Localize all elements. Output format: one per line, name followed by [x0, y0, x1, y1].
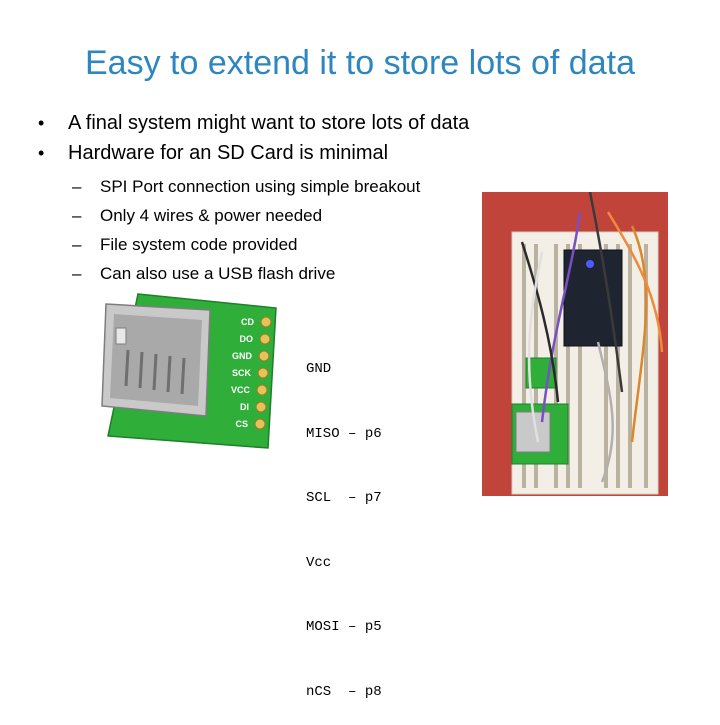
- pin-signal: nCS: [306, 683, 332, 700]
- sub-bullet-text: Only 4 wires & power needed: [100, 206, 323, 225]
- pin-signal: GND: [306, 361, 332, 377]
- bullet-dot-icon: •: [38, 113, 45, 133]
- sub-bullet-text: SPI Port connection using simple breakou…: [100, 177, 421, 196]
- sub-bullet-item: – Only 4 wires & power needed: [72, 206, 420, 235]
- pin-row: nCS – p8: [306, 682, 382, 704]
- pin-number: p8: [364, 683, 382, 700]
- pin-row: MOSI – p5: [306, 617, 382, 639]
- pin-separator: –: [348, 683, 357, 700]
- bullet-dot-icon: •: [38, 143, 45, 163]
- pin-signal: MOSI: [306, 619, 340, 635]
- svg-text:CD: CD: [241, 317, 254, 327]
- svg-text:DO: DO: [240, 334, 254, 344]
- main-bullet-list: • A final system might want to store lot…: [38, 112, 469, 172]
- pin-signal: Vcc: [306, 554, 332, 571]
- sub-bullet-list: – SPI Port connection using simple break…: [72, 177, 420, 293]
- pin-row: MISO – p6: [306, 424, 382, 446]
- pin-separator: –: [348, 425, 357, 442]
- sub-bullet-text: Can also use a USB flash drive: [100, 264, 336, 283]
- bullet-text: A final system might want to store lots …: [68, 112, 470, 134]
- sub-bullet-item: – SPI Port connection using simple break…: [72, 177, 420, 206]
- sub-bullet-item: – Can also use a USB flash drive: [72, 264, 420, 293]
- bullet-item: • A final system might want to store lot…: [38, 112, 469, 142]
- silkscreen-labels: CD DO GND SCK VCC DI CS: [231, 317, 255, 429]
- pin-number: p6: [364, 425, 382, 442]
- dash-icon: –: [72, 235, 82, 254]
- pin-separator: –: [348, 490, 357, 506]
- pin-map: GND MISO – p6 SCL – p7 Vcc MOSI – p5 nCS…: [306, 316, 382, 725]
- sd-breakout-photo: CD DO GND SCK VCC DI CS: [101, 293, 277, 449]
- dash-icon: –: [72, 177, 82, 196]
- slide-title: Easy to extend it to store lots of data: [85, 44, 635, 82]
- jumper-wires: [520, 192, 664, 483]
- svg-text:DI: DI: [240, 402, 249, 412]
- sub-bullet-text: File system code provided: [100, 235, 298, 254]
- status-led: [586, 260, 594, 268]
- pin-row: SCL – p7: [306, 488, 382, 510]
- socket-latch: [115, 327, 127, 345]
- pin-signal: SCL: [306, 490, 332, 506]
- pin-row: Vcc: [306, 553, 382, 575]
- sub-bullet-item: – File system code provided: [72, 235, 420, 264]
- dash-icon: –: [72, 206, 82, 225]
- pin-number: p7: [364, 490, 382, 506]
- pin-signal: MISO: [306, 425, 340, 442]
- bullet-text: Hardware for an SD Card is minimal: [68, 142, 389, 164]
- header-pads: [254, 316, 272, 430]
- pin-row: GND: [306, 359, 382, 381]
- dash-icon: –: [72, 264, 82, 283]
- svg-text:SCK: SCK: [232, 368, 252, 378]
- pin-separator: –: [348, 619, 357, 635]
- bullet-item: • Hardware for an SD Card is minimal: [38, 142, 469, 172]
- breadboard-photo: [482, 192, 668, 496]
- svg-text:VCC: VCC: [231, 385, 251, 395]
- svg-text:GND: GND: [232, 351, 253, 361]
- pin-number: p5: [364, 619, 382, 635]
- socket-contacts: [124, 349, 186, 395]
- svg-text:CS: CS: [235, 419, 248, 429]
